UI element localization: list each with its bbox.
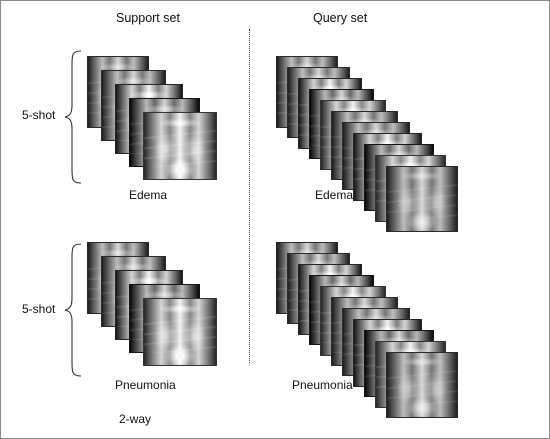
support-edema-label: Edema bbox=[129, 188, 168, 202]
edema-brace bbox=[64, 50, 82, 184]
pneumonia-shot-label: 5-shot bbox=[22, 302, 56, 316]
edema-shot-label: 5-shot bbox=[22, 108, 56, 122]
pneumonia-brace bbox=[64, 243, 82, 377]
way-label: 2-way bbox=[119, 412, 152, 426]
query-set-header: Query set bbox=[313, 11, 368, 25]
query-pneumonia-xray-11 bbox=[386, 352, 458, 418]
support-pneumonia-xray-5 bbox=[143, 298, 217, 366]
support-edema-xray-5 bbox=[143, 112, 217, 180]
support-pneumonia-label: Pneumonia bbox=[115, 378, 176, 392]
support-set-header: Support set bbox=[116, 11, 180, 25]
query-edema-xray-11 bbox=[386, 166, 458, 232]
set-divider bbox=[249, 29, 250, 363]
query-pneumonia-label: Pneumonia bbox=[292, 378, 353, 392]
query-edema-label: Edema bbox=[315, 188, 354, 202]
